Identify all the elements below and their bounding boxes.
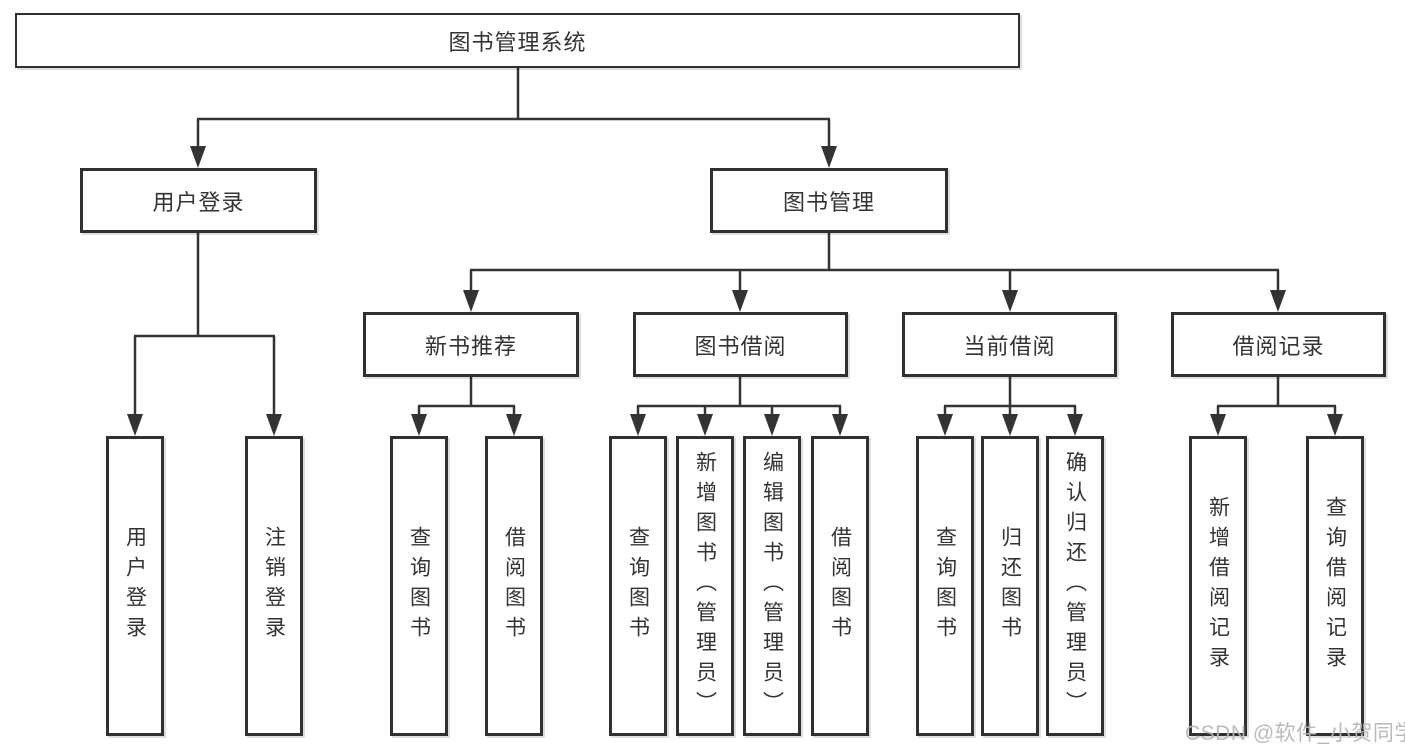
- leaf-query-books-3: 查询图书: [916, 436, 974, 736]
- node-new-book-recommend: 新书推荐: [363, 312, 579, 377]
- node-current-borrow: 当前借阅: [902, 312, 1117, 377]
- leaf-borrow-books-1: 借阅图书: [485, 436, 543, 736]
- node-root: 图书管理系统: [15, 13, 1020, 68]
- leaf-user-login: 用户登录: [106, 436, 164, 736]
- leaf-add-borrow-record-label: 新增借阅记录: [1206, 496, 1230, 676]
- leaf-logout: 注销登录: [245, 436, 303, 736]
- arrowhead-icons: [127, 146, 1343, 436]
- leaf-add-borrow-record: 新增借阅记录: [1189, 436, 1247, 736]
- node-borrow-records: 借阅记录: [1171, 312, 1386, 377]
- csdn-watermark: CSDN @软件_小贺同学: [1185, 722, 1405, 745]
- leaf-borrow-books-2: 借阅图书: [811, 436, 869, 736]
- leaf-return-books-label: 归还图书: [998, 526, 1022, 646]
- node-current-borrow-label: 当前借阅: [963, 333, 1056, 359]
- leaf-query-borrow-record: 查询借阅记录: [1306, 436, 1364, 736]
- node-root-label: 图书管理系统: [448, 29, 587, 55]
- leaf-query-books-1: 查询图书: [390, 436, 448, 736]
- leaf-query-books-2: 查询图书: [609, 436, 667, 736]
- node-user-login: 用户登录: [80, 168, 317, 233]
- leaf-return-books: 归还图书: [981, 436, 1039, 736]
- node-book-management: 图书管理: [710, 168, 948, 233]
- node-book-management-label: 图书管理: [782, 189, 875, 215]
- node-user-login-label: 用户登录: [152, 189, 245, 215]
- node-borrow-records-label: 借阅记录: [1232, 333, 1325, 359]
- leaf-borrow-books-1-label: 借阅图书: [502, 526, 526, 646]
- node-book-borrow: 图书借阅: [633, 312, 848, 377]
- node-new-book-recommend-label: 新书推荐: [424, 333, 517, 359]
- leaf-edit-books-admin-label: 编辑图书（管理员）: [760, 451, 784, 721]
- leaf-add-books-admin-label: 新增图书（管理员）: [693, 451, 717, 721]
- leaf-edit-books-admin: 编辑图书（管理员）: [743, 436, 801, 736]
- leaf-confirm-return-admin: 确认归还（管理员）: [1046, 436, 1104, 736]
- leaf-logout-label: 注销登录: [262, 526, 286, 646]
- leaf-query-books-1-label: 查询图书: [407, 526, 431, 646]
- leaf-query-borrow-record-label: 查询借阅记录: [1323, 496, 1347, 676]
- leaf-user-login-label: 用户登录: [123, 526, 147, 646]
- node-book-borrow-label: 图书借阅: [694, 333, 787, 359]
- leaf-add-books-admin: 新增图书（管理员）: [676, 436, 734, 736]
- leaf-borrow-books-2-label: 借阅图书: [828, 526, 852, 646]
- leaf-query-books-3-label: 查询图书: [933, 526, 957, 646]
- leaf-query-books-2-label: 查询图书: [626, 526, 650, 646]
- leaf-confirm-return-admin-label: 确认归还（管理员）: [1063, 451, 1087, 721]
